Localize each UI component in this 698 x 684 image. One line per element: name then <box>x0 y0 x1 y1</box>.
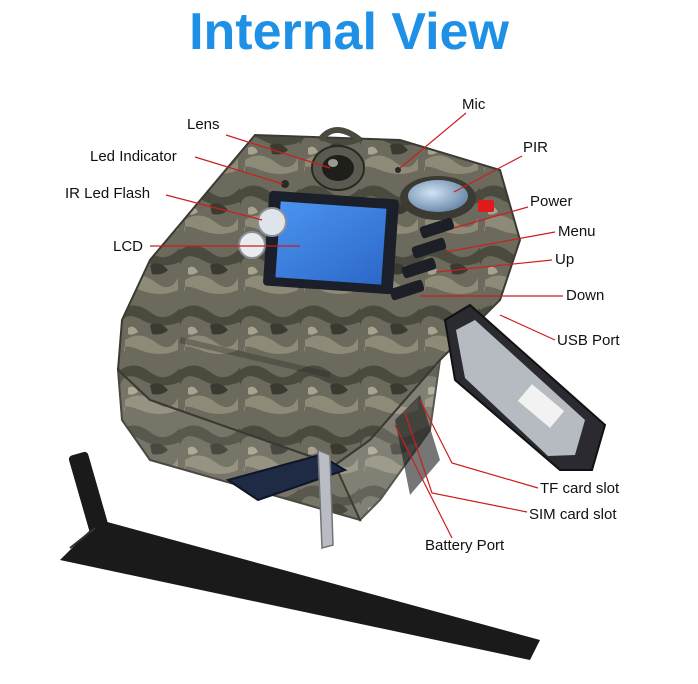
label-ir-led-flash: IR Led Flash <box>65 185 151 202</box>
ir-led-flash <box>238 207 287 259</box>
label-battery-port: Battery Port <box>425 537 505 554</box>
battery-port <box>395 395 440 495</box>
label-lens: Lens <box>187 116 220 133</box>
label-lcd: LCD <box>113 238 144 255</box>
leader-led-indicator <box>194 156 284 185</box>
mount-bracket <box>225 448 348 549</box>
mic-hole <box>395 167 401 173</box>
leader-up <box>435 259 553 273</box>
label-tf-card-slot: TF card slot <box>540 480 620 497</box>
leader-sim-card-slot <box>404 412 528 513</box>
label-down: Down <box>566 287 605 304</box>
label-power: Power <box>530 193 573 210</box>
side-door <box>443 303 607 471</box>
label-led-indicator: Led Indicator <box>90 148 177 165</box>
label-up: Up <box>555 251 575 268</box>
lcd-screen <box>263 190 399 295</box>
lens-housing <box>311 145 365 191</box>
control-buttons <box>389 217 455 301</box>
leader-menu <box>445 231 556 253</box>
diagram-title: Internal View <box>189 3 509 61</box>
leader-mic <box>399 112 467 169</box>
handle-loop <box>317 127 362 143</box>
label-mic: Mic <box>462 96 486 113</box>
antenna <box>60 451 540 660</box>
leader-tf-card-slot <box>419 399 539 489</box>
label-pir: PIR <box>523 139 549 156</box>
leader-pir <box>453 155 523 193</box>
led-indicator <box>281 180 289 188</box>
power-switch <box>478 200 494 212</box>
leader-power <box>453 206 529 229</box>
leader-lens <box>225 134 331 169</box>
leader-battery-port <box>394 424 453 539</box>
label-menu: Menu <box>558 223 596 240</box>
label-usb-port: USB Port <box>557 332 620 349</box>
leader-ir-led-flash <box>165 194 263 221</box>
pir-sensor <box>400 176 476 220</box>
leader-usb-port <box>499 314 556 341</box>
label-sim-card-slot: SIM card slot <box>529 506 617 523</box>
